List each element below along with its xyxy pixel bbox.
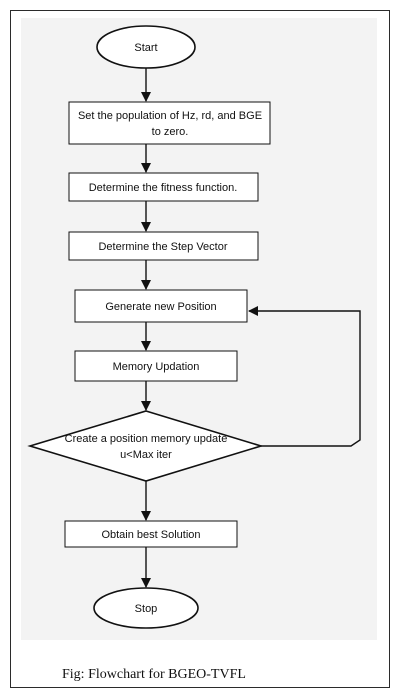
step-memory-updation-label: Memory Updation	[113, 361, 200, 373]
step-best-solution-box	[64, 520, 238, 548]
step-memory-updation-box	[74, 350, 238, 382]
step-fitness-function-box	[68, 172, 259, 202]
step-step-vector-label: Determine the Step Vector	[98, 241, 227, 253]
step-set-population-label-line1: Set the population of Hz, rd, and BGE	[78, 110, 262, 122]
decision-label-line2: u<Max iter	[120, 449, 172, 461]
stop-label: Stop	[135, 603, 158, 615]
step-generate-position-box	[74, 289, 248, 323]
step-set-population-label-line2: to zero.	[152, 126, 189, 138]
step-generate-position-label: Generate new Position	[105, 301, 216, 313]
loop-back-connector	[248, 306, 361, 447]
step-set-population-box	[68, 101, 271, 145]
figure-caption: Fig: Flowchart for BGEO-TVFL	[62, 667, 246, 682]
decision-diamond	[27, 410, 264, 482]
decision-label-line1: Create a position memory update	[65, 433, 228, 445]
start-label: Start	[134, 42, 157, 54]
step-step-vector-box	[68, 231, 259, 261]
stop-terminator	[93, 587, 199, 629]
step-best-solution-label: Obtain best Solution	[101, 529, 200, 541]
step-fitness-function-label: Determine the fitness function.	[89, 182, 238, 194]
